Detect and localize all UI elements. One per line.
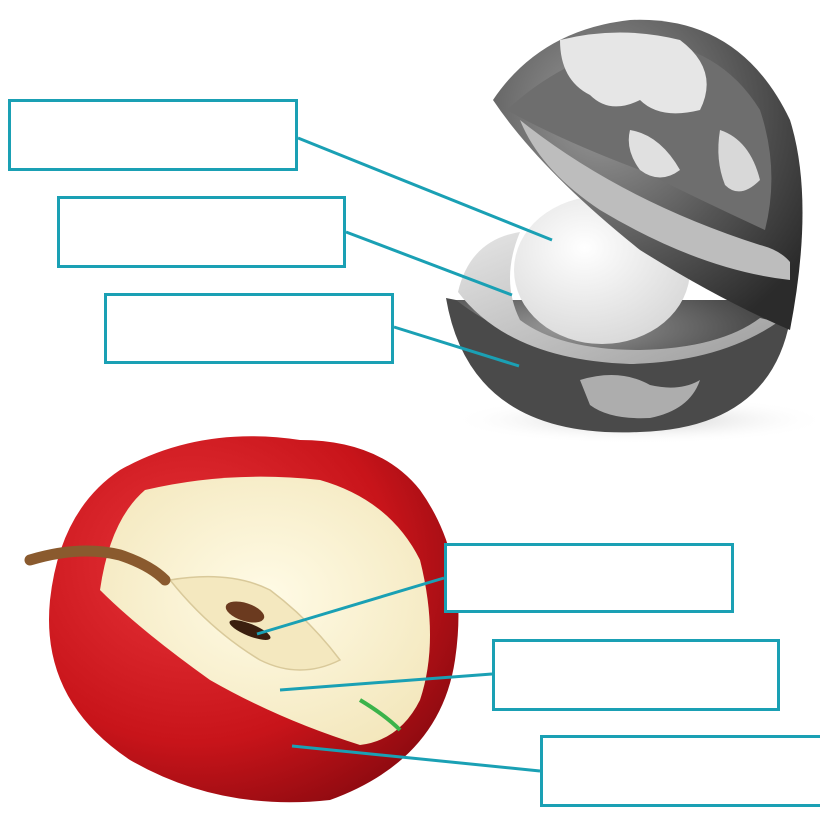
earth-illustration bbox=[446, 20, 820, 444]
label-box-apple-core[interactable] bbox=[444, 543, 734, 613]
label-box-earth-core[interactable] bbox=[8, 99, 298, 171]
label-box-earth-mantle[interactable] bbox=[57, 196, 346, 268]
label-box-earth-crust[interactable] bbox=[104, 293, 394, 364]
label-box-apple-flesh[interactable] bbox=[492, 639, 780, 711]
label-box-apple-skin[interactable] bbox=[540, 735, 820, 807]
apple-illustration bbox=[30, 436, 458, 802]
